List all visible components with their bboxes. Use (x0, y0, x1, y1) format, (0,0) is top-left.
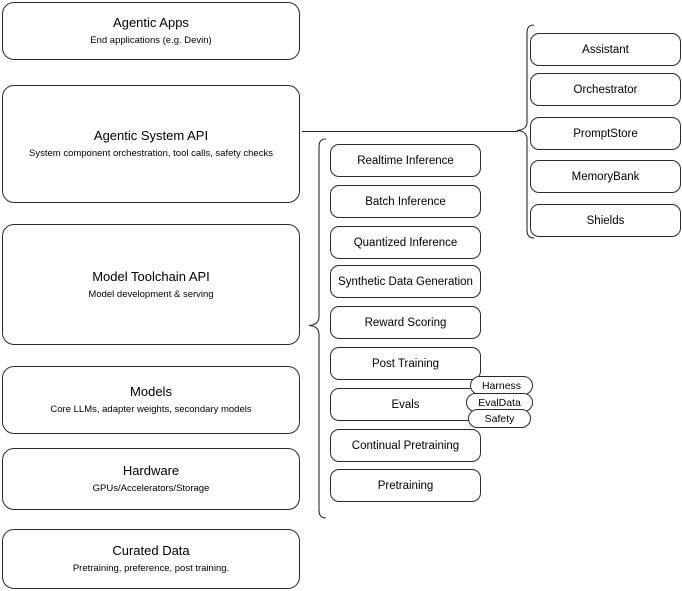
layer-box-agentic-system-api[interactable]: Agentic System API System component orch… (2, 85, 300, 203)
capability-box-pretraining[interactable]: Pretraining (330, 469, 481, 502)
component-box-assistant[interactable]: Assistant (530, 33, 681, 66)
layer-box-agentic-apps[interactable]: Agentic Apps End applications (e.g. Devi… (2, 2, 300, 60)
capability-label: Batch Inference (365, 195, 446, 208)
component-box-orchestrator[interactable]: Orchestrator (530, 73, 681, 106)
component-box-shields[interactable]: Shields (530, 204, 681, 237)
layer-box-curated-data[interactable]: Curated Data Pretraining, preference, po… (2, 529, 300, 589)
component-label: PromptStore (573, 127, 638, 140)
component-label: MemoryBank (571, 170, 640, 183)
eval-tag-safety[interactable]: Safety (468, 409, 531, 428)
layer-title: Model Toolchain API (92, 268, 210, 284)
capability-label: Quantized Inference (353, 236, 458, 249)
layer-subtitle: End applications (e.g. Devin) (90, 35, 212, 46)
layer-title: Models (130, 384, 172, 399)
capability-label: Reward Scoring (364, 316, 447, 329)
capability-box-quantized-inference[interactable]: Quantized Inference (330, 226, 481, 259)
layer-subtitle: System component orchestration, tool cal… (29, 148, 273, 159)
component-label: Orchestrator (573, 83, 638, 96)
layer-title: Agentic System API (93, 128, 209, 143)
layer-box-model-toolchain-api[interactable]: Model Toolchain API Model development & … (2, 224, 300, 345)
eval-tag-label: Safety (484, 412, 515, 425)
eval-tag-evaldata[interactable]: EvalData (466, 393, 533, 412)
component-box-memorybank[interactable]: MemoryBank (530, 160, 681, 193)
layer-subtitle: Core LLMs, adapter weights, secondary mo… (50, 404, 252, 415)
component-label: Shields (586, 214, 625, 227)
capability-box-batch-inference[interactable]: Batch Inference (330, 185, 481, 218)
capability-box-synthetic-data-generation[interactable]: Synthetic Data Generation (330, 265, 481, 298)
capability-label: Pretraining (377, 479, 434, 492)
capability-box-continual-pretraining[interactable]: Continual Pretraining (330, 429, 481, 462)
layer-box-models[interactable]: Models Core LLMs, adapter weights, secon… (2, 366, 300, 434)
eval-tag-label: Harness (481, 379, 522, 392)
eval-tag-label: EvalData (478, 396, 521, 409)
brace-toolchain-capabilities (308, 138, 327, 519)
layer-box-hardware[interactable]: Hardware GPUs/Accelerators/Storage (2, 448, 300, 510)
capability-label: Evals (391, 398, 420, 411)
layer-subtitle: Model development & serving (88, 288, 214, 300)
component-label: Assistant (582, 43, 629, 56)
connector-line-agentic-system-to-components (302, 131, 518, 132)
capability-box-reward-scoring[interactable]: Reward Scoring (330, 306, 481, 339)
capability-label: Post Training (371, 357, 440, 370)
layer-subtitle: Pretraining, preference, post training. (72, 563, 230, 574)
component-box-promptstore[interactable]: PromptStore (530, 117, 681, 150)
brace-agentic-components (516, 24, 535, 239)
layer-title: Agentic Apps (113, 15, 189, 30)
capability-box-post-training[interactable]: Post Training (330, 347, 481, 380)
layer-title: Curated Data (112, 543, 190, 558)
layer-subtitle: GPUs/Accelerators/Storage (92, 483, 210, 494)
capability-box-realtime-inference[interactable]: Realtime Inference (330, 144, 481, 177)
capability-box-evals[interactable]: Evals (330, 388, 481, 421)
capability-label: Realtime Inference (357, 154, 454, 167)
layer-title: Hardware (122, 463, 180, 478)
capability-label: Synthetic Data Generation (338, 275, 473, 288)
capability-label: Continual Pretraining (351, 439, 460, 452)
